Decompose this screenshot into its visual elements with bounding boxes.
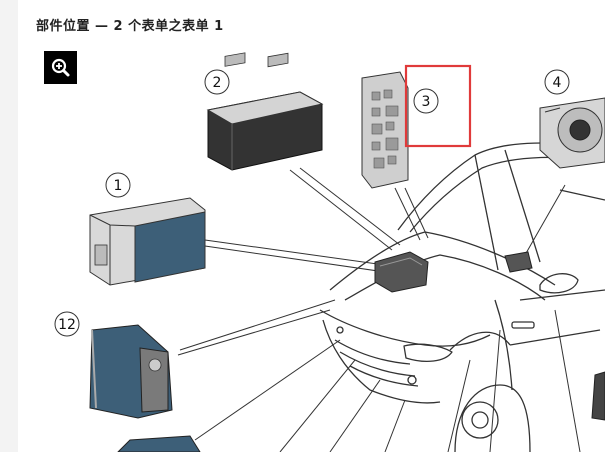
right-edge-partial-component: [591, 371, 605, 421]
callout-2: 2: [204, 69, 230, 95]
callout-12-label: 12: [58, 317, 76, 333]
callout-4: 4: [544, 69, 570, 95]
callout-2-label: 2: [213, 75, 222, 91]
part-1-module: [89, 197, 206, 286]
left-margin-strip: [0, 0, 18, 452]
bottom-partial-component: [117, 435, 201, 452]
callout-4-label: 4: [553, 75, 562, 91]
callout-3-label: 3: [422, 94, 431, 110]
callout-1: 1: [105, 172, 131, 198]
leader-lines: [177, 167, 581, 452]
part-2-battery: [206, 52, 324, 171]
hood-sensor: [504, 251, 533, 273]
zoom-button[interactable]: [44, 51, 77, 84]
callout-3-highlight: [404, 64, 472, 148]
engine-bay-module: [374, 251, 429, 293]
zoom-in-icon: [51, 58, 70, 77]
page-title: 部件位置 — 2 个表单之表单 1: [36, 19, 224, 34]
callout-1-label: 1: [114, 178, 123, 194]
part-3-fuse-box: [361, 71, 409, 189]
part-12-headlamp: [89, 324, 173, 419]
callout-3: 3: [413, 88, 439, 114]
part-4-horn: [539, 97, 605, 169]
callout-12: 12: [54, 311, 80, 337]
